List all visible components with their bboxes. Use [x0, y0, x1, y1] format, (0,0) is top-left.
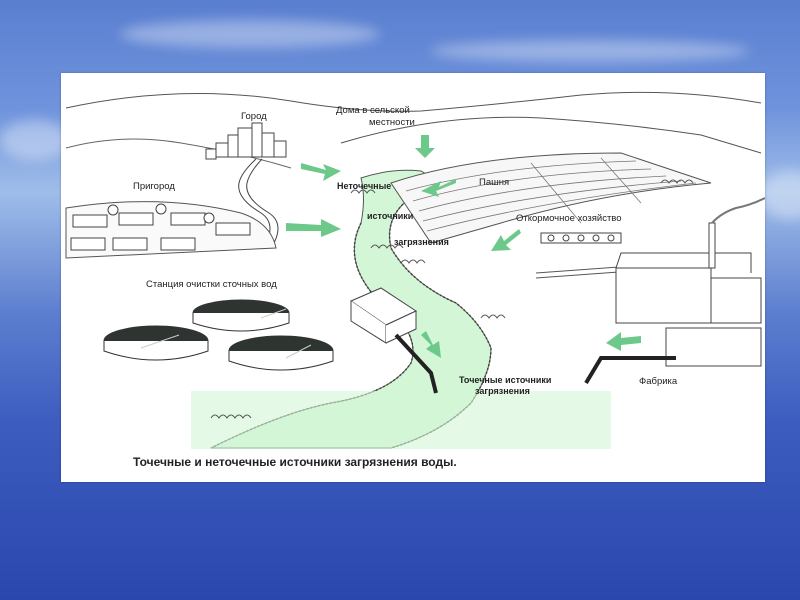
label-point-sources: Точечные источники	[459, 375, 552, 385]
cloud-streak	[760, 170, 800, 220]
plowed-field	[390, 152, 712, 244]
arrow	[421, 179, 456, 197]
diagram-caption: Точечные и неточечные источники загрязне…	[133, 455, 457, 469]
label-suburb: Пригород	[133, 181, 175, 192]
label-nonpoint-sources: Неточечные	[337, 181, 392, 191]
shrubs	[210, 179, 694, 419]
label-rural-homes: местности	[369, 117, 415, 128]
cloud-streak	[120, 20, 380, 48]
label-wastewater-plant: Станция очистки сточных вод	[146, 279, 277, 290]
suburb-houses	[65, 201, 277, 259]
label-point-sources: загрязнения	[475, 386, 530, 396]
pollution-arrows	[286, 135, 641, 358]
arrow	[491, 229, 521, 251]
arrow	[286, 219, 341, 237]
hill-outline	[65, 138, 292, 169]
factory	[584, 197, 765, 385]
label-rural-homes: Дома в сельской	[336, 105, 410, 116]
city-buildings	[205, 122, 287, 244]
river-bank	[388, 182, 492, 449]
wastewater-tanks	[103, 299, 334, 371]
label-field: Пашня	[479, 177, 510, 188]
arrow	[606, 332, 641, 351]
arrow	[415, 135, 435, 158]
label-nonpoint-sources: загрязнения	[394, 237, 449, 247]
river-lower	[191, 391, 611, 449]
label-city: Город	[241, 111, 267, 122]
arrow	[301, 163, 341, 181]
hill-outline	[340, 116, 762, 154]
river-bank	[210, 222, 414, 449]
diagram-frame: Город Дома в сельской местности Пригород…	[61, 73, 765, 482]
label-nonpoint-sources: источники	[367, 211, 414, 221]
plant-building	[349, 287, 438, 394]
cloud-streak	[430, 40, 750, 62]
pollution-scene	[65, 91, 765, 449]
label-feedlot: Откормочное хозяйство	[516, 213, 622, 224]
cloud-streak	[0, 120, 70, 160]
label-factory: Фабрика	[639, 376, 678, 387]
arrow	[421, 331, 441, 358]
hill-outline	[65, 91, 762, 112]
